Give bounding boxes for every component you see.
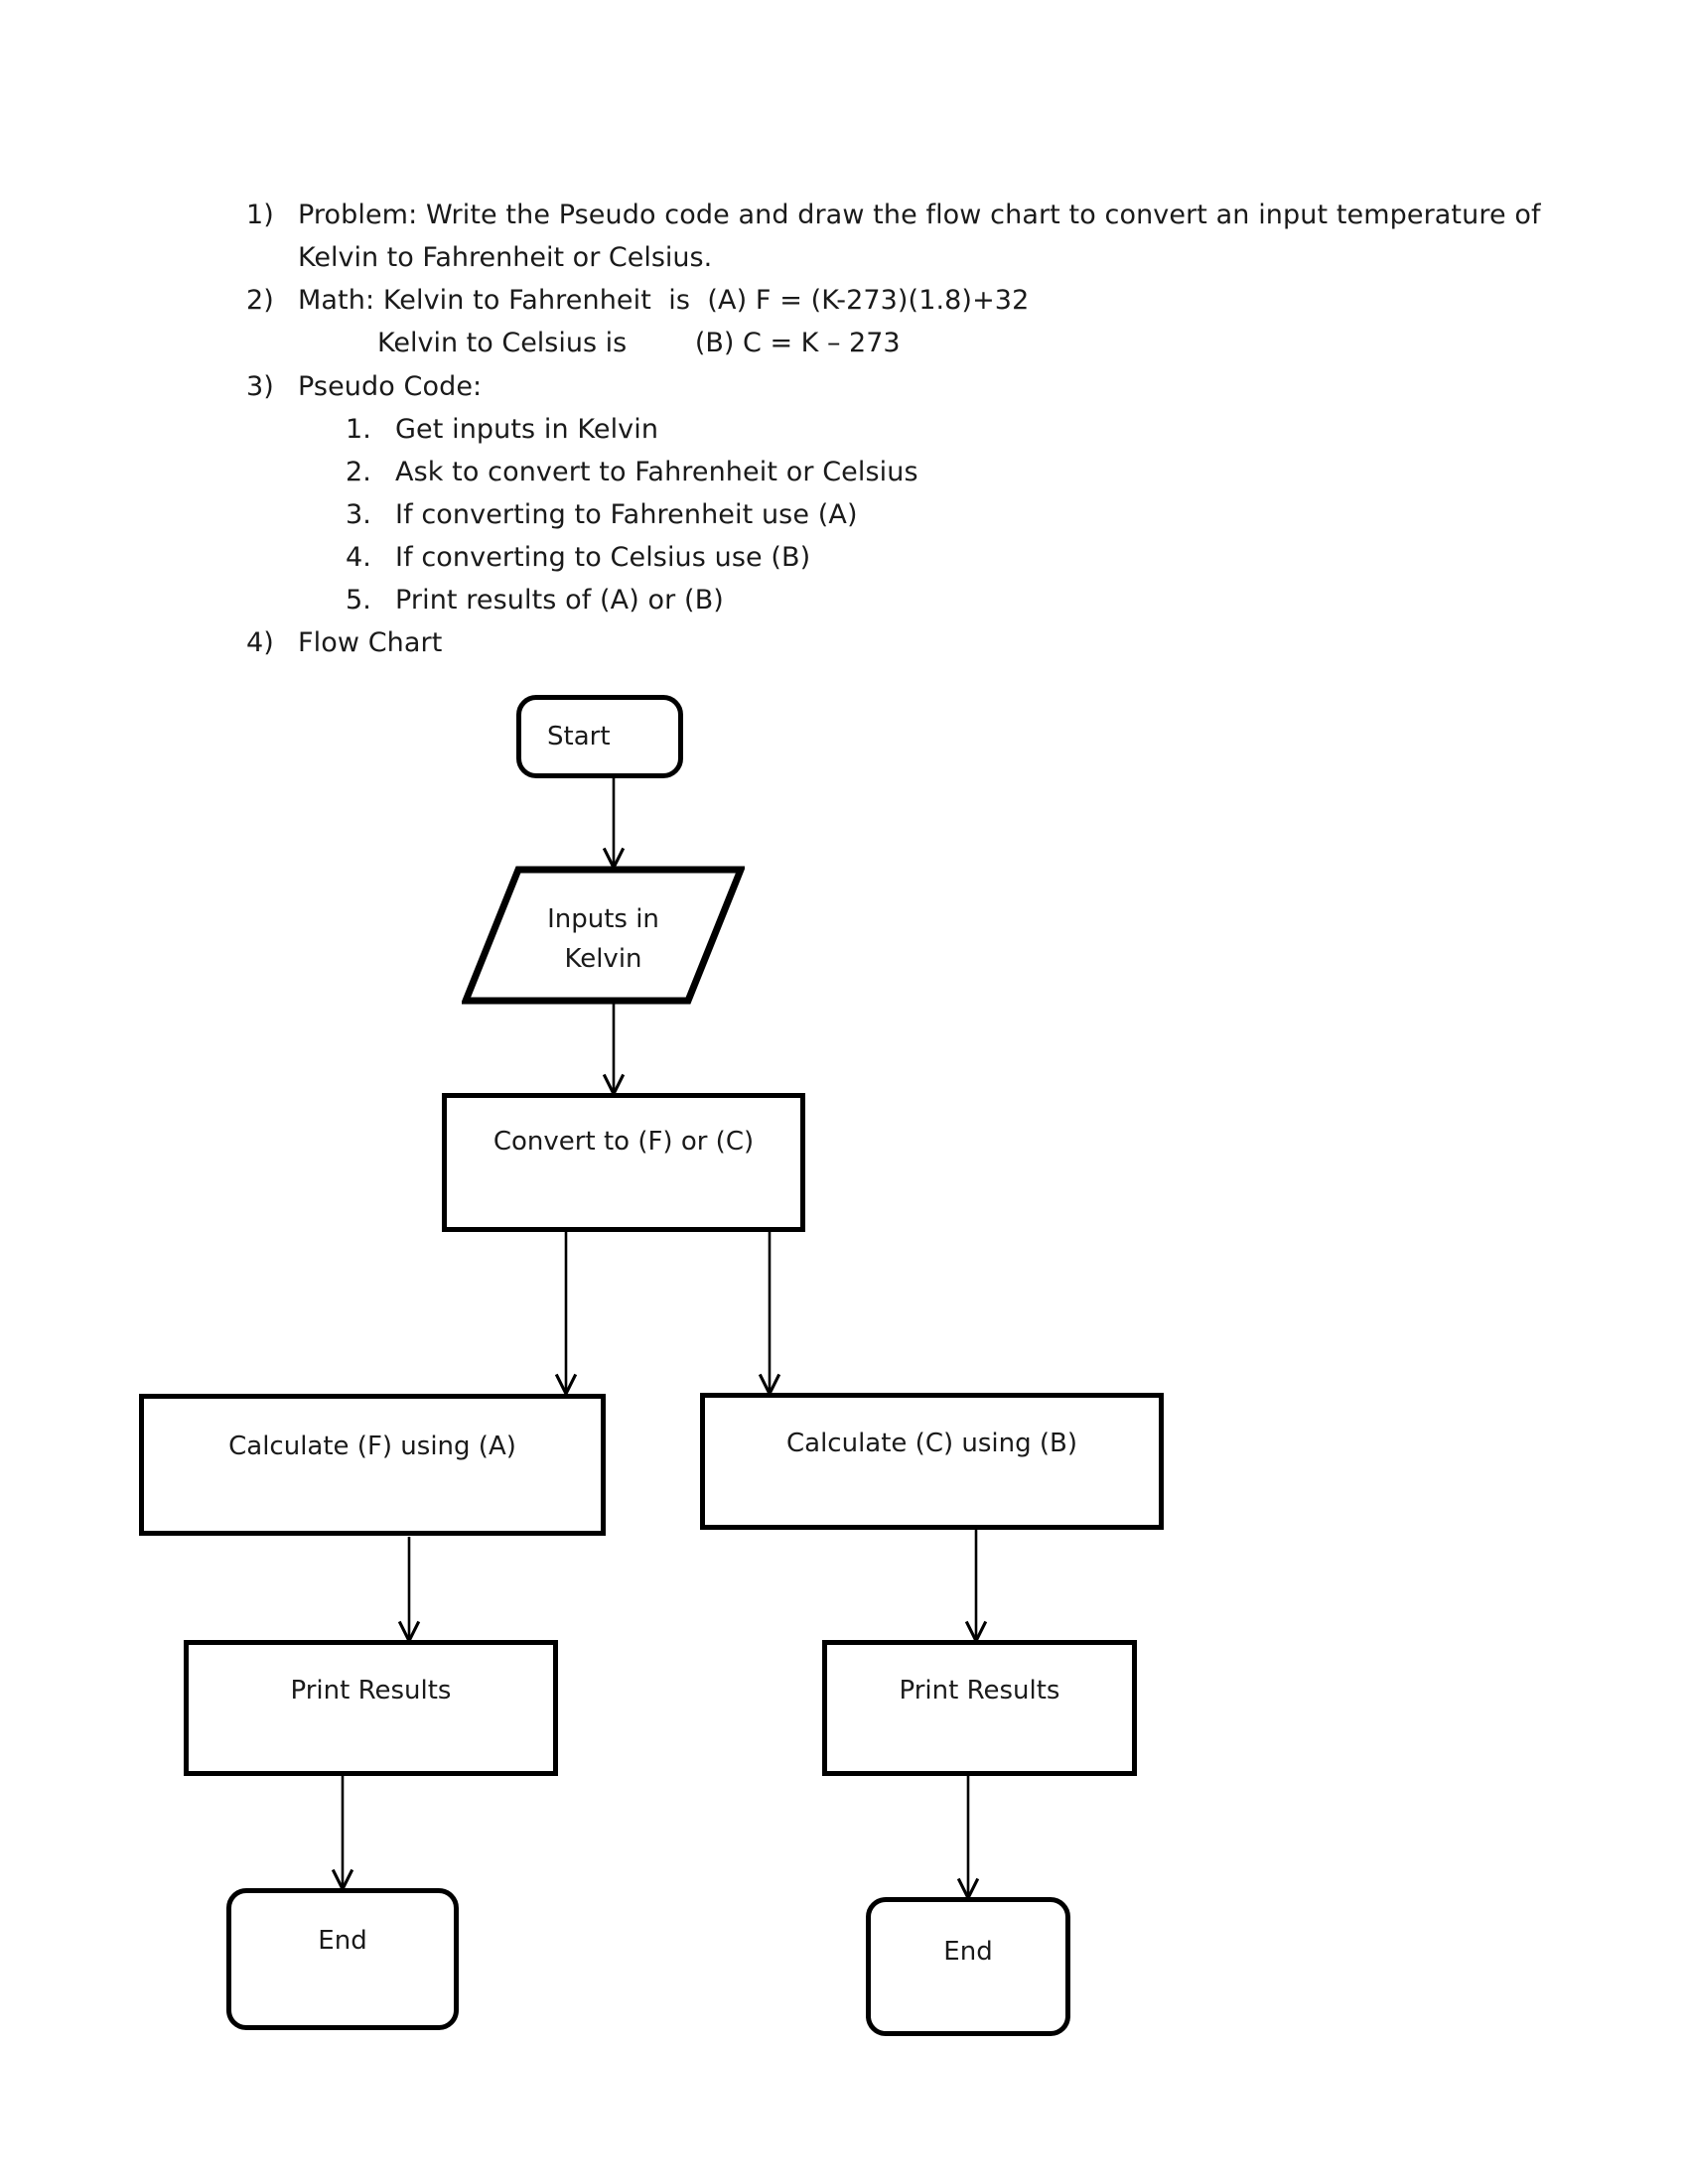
- pseudo-step-1: 1. Get inputs in Kelvin: [346, 408, 1438, 451]
- outline-marker-2: 2): [246, 285, 274, 316]
- flow-node-end-left[interactable]: End: [226, 1888, 459, 2030]
- flow-node-end-right[interactable]: End: [866, 1897, 1070, 2036]
- outline-continuation-2: Kelvin to Celsius is (B) C = K – 273: [377, 328, 901, 358]
- flow-node-print-results-right-label: Print Results: [899, 1676, 1060, 1706]
- pseudo-step-4: 4. If converting to Celsius use (B): [346, 536, 1438, 579]
- flow-node-calculate-f[interactable]: Calculate (F) using (A): [139, 1394, 606, 1536]
- outline-continuation-1: Kelvin to Fahrenheit or Celsius.: [298, 242, 713, 273]
- pseudo-step-marker-3: 3.: [346, 499, 371, 530]
- pseudo-step-2: 2. Ask to convert to Fahrenheit or Celsi…: [346, 451, 1438, 493]
- outline-marker-3: 3): [246, 371, 274, 402]
- parallelogram-shape: [462, 866, 745, 1005]
- pseudo-step-5: 5. Print results of (A) or (B): [346, 579, 1438, 621]
- outline-marker-1: 1): [246, 200, 274, 230]
- flow-node-start-label: Start: [547, 722, 611, 751]
- outline-item-2: 2) Math: Kelvin to Fahrenheit is (A) F =…: [246, 279, 1497, 322]
- outline-text-4: Flow Chart: [298, 627, 443, 658]
- flow-node-calculate-f-label: Calculate (F) using (A): [228, 1432, 516, 1461]
- flow-node-inputs-label: Inputs in Kelvin: [547, 904, 659, 974]
- flow-node-inputs[interactable]: Inputs in Kelvin: [462, 866, 745, 1005]
- pseudo-step-3: 3. If converting to Fahrenheit use (A): [346, 493, 1438, 536]
- pseudo-step-marker-4: 4.: [346, 542, 371, 573]
- outline-text-3: Pseudo Code:: [298, 371, 483, 402]
- pseudo-step-text-4: If converting to Celsius use (B): [395, 542, 811, 573]
- flow-node-end-left-label: End: [318, 1926, 367, 1956]
- flow-node-start[interactable]: Start: [516, 695, 683, 778]
- pseudo-step-marker-1: 1.: [346, 414, 371, 445]
- outline-item-4: 4) Flow Chart: [246, 621, 1338, 664]
- flow-node-end-right-label: End: [943, 1937, 993, 1967]
- pseudo-step-text-2: Ask to convert to Fahrenheit or Celsius: [395, 457, 918, 487]
- flow-node-print-results-right[interactable]: Print Results: [822, 1640, 1137, 1776]
- pseudo-step-text-3: If converting to Fahrenheit use (A): [395, 499, 858, 530]
- flow-node-convert-label: Convert to (F) or (C): [492, 1127, 755, 1157]
- flow-node-convert[interactable]: Convert to (F) or (C): [442, 1093, 805, 1232]
- pseudo-step-text-5: Print results of (A) or (B): [395, 585, 724, 615]
- outline-item-3: 3) Pseudo Code:: [246, 365, 1497, 408]
- flow-node-calculate-c-label: Calculate (C) using (B): [785, 1429, 1078, 1458]
- outline-marker-4: 4): [246, 627, 274, 658]
- flow-node-print-results-left-label: Print Results: [290, 1676, 452, 1706]
- outline-text-1: Problem: Write the Pseudo code and draw …: [298, 200, 1541, 230]
- pseudo-step-marker-2: 2.: [346, 457, 371, 487]
- pseudo-step-text-1: Get inputs in Kelvin: [395, 414, 659, 445]
- pseudo-step-marker-5: 5.: [346, 585, 371, 615]
- flow-node-calculate-c[interactable]: Calculate (C) using (B): [700, 1393, 1164, 1530]
- outline-item-1: 1) Problem: Write the Pseudo code and dr…: [246, 194, 1540, 236]
- flow-node-print-results-left[interactable]: Print Results: [184, 1640, 558, 1776]
- outline-text-2: Math: Kelvin to Fahrenheit is (A) F = (K…: [298, 285, 1030, 316]
